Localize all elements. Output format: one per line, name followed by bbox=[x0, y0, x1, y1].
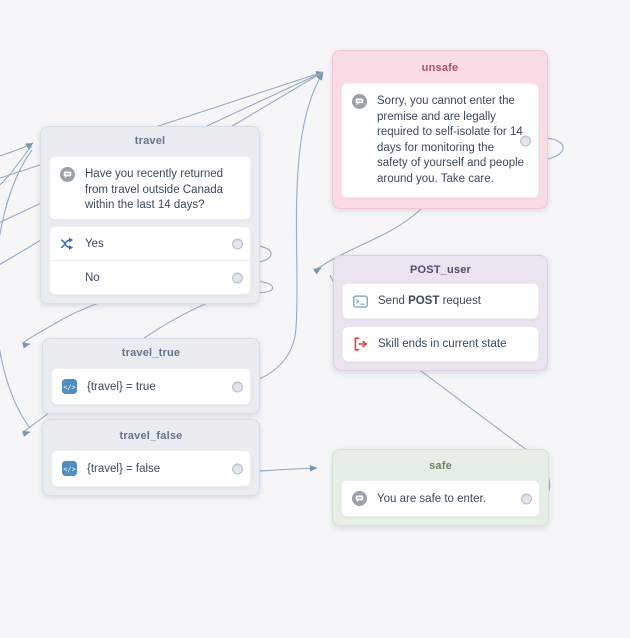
node-safe[interactable]: safe You are safe to enter. bbox=[332, 449, 549, 526]
chat-bubble-icon bbox=[352, 94, 367, 109]
edge-offscreen-to-travel-2[interactable] bbox=[0, 145, 33, 190]
node-travel[interactable]: travel Have you recently returned from t… bbox=[40, 126, 260, 304]
node-travel-title: travel bbox=[134, 135, 166, 147]
edge-travel-true-to-unsafe[interactable] bbox=[233, 72, 324, 387]
node-post-user[interactable]: POST_user Send POST request bbox=[333, 255, 548, 371]
svg-text:</>: </> bbox=[63, 383, 76, 391]
chat-bubble-icon bbox=[352, 491, 367, 506]
svg-text:</>: </> bbox=[63, 465, 76, 473]
travel-choice-yes[interactable]: Yes bbox=[50, 227, 250, 260]
choice-no-output-port[interactable] bbox=[232, 272, 243, 283]
travel-false-expression: {travel} = false bbox=[87, 462, 161, 475]
travel-message-text: Have you recently returned from travel o… bbox=[85, 168, 224, 211]
code-icon: </> bbox=[62, 379, 77, 394]
travel-choice-no[interactable]: No bbox=[50, 260, 250, 294]
node-unsafe-title: unsafe bbox=[421, 62, 459, 74]
terminal-icon bbox=[353, 294, 368, 308]
choice-yes-label: Yes bbox=[85, 237, 104, 250]
skill-end-block[interactable]: Skill ends in current state bbox=[342, 327, 539, 362]
node-travel-true[interactable]: travel_true </> {travel} = true bbox=[42, 338, 260, 414]
travel-false-expression-block[interactable]: </> {travel} = false bbox=[51, 450, 251, 487]
node-safe-title: safe bbox=[429, 460, 452, 472]
travel-choices-block: Yes No bbox=[49, 226, 251, 295]
travel-message-block[interactable]: Have you recently returned from travel o… bbox=[49, 156, 251, 220]
travel-true-expression-block[interactable]: </> {travel} = true bbox=[51, 368, 251, 405]
exit-icon bbox=[353, 337, 368, 351]
safe-message-text: You are safe to enter. bbox=[377, 492, 486, 505]
edge-no-to-travel-false[interactable] bbox=[22, 279, 273, 437]
chat-bubble-icon bbox=[60, 167, 75, 182]
branch-icon bbox=[60, 236, 75, 251]
node-travel-false[interactable]: travel_false </> {travel} = false bbox=[42, 419, 260, 496]
node-travel-false-title: travel_false bbox=[119, 430, 183, 442]
unsafe-message-block[interactable]: Sorry, you cannot enter the premise and … bbox=[341, 83, 539, 198]
travel-false-output-port[interactable] bbox=[232, 463, 243, 474]
unsafe-message-text: Sorry, you cannot enter the premise and … bbox=[377, 95, 525, 185]
code-icon: </> bbox=[62, 461, 77, 476]
edge-left-long-curve[interactable] bbox=[0, 149, 33, 429]
edge-offscreen-to-travel[interactable] bbox=[0, 142, 34, 158]
node-unsafe[interactable]: unsafe Sorry, you cannot enter the premi… bbox=[332, 50, 548, 209]
post-request-label: Send POST request bbox=[378, 295, 481, 307]
travel-true-expression: {travel} = true bbox=[87, 380, 156, 393]
safe-output-port[interactable] bbox=[521, 493, 532, 504]
skill-end-label: Skill ends in current state bbox=[378, 338, 507, 350]
choice-yes-output-port[interactable] bbox=[232, 238, 243, 249]
post-request-block[interactable]: Send POST request bbox=[342, 283, 539, 319]
node-travel-true-title: travel_true bbox=[121, 347, 181, 359]
choice-no-label: No bbox=[85, 271, 100, 284]
travel-true-output-port[interactable] bbox=[232, 381, 243, 392]
node-post-user-title: POST_user bbox=[409, 264, 472, 276]
unsafe-output-port[interactable] bbox=[520, 135, 531, 146]
safe-message-block[interactable]: You are safe to enter. bbox=[341, 480, 540, 517]
